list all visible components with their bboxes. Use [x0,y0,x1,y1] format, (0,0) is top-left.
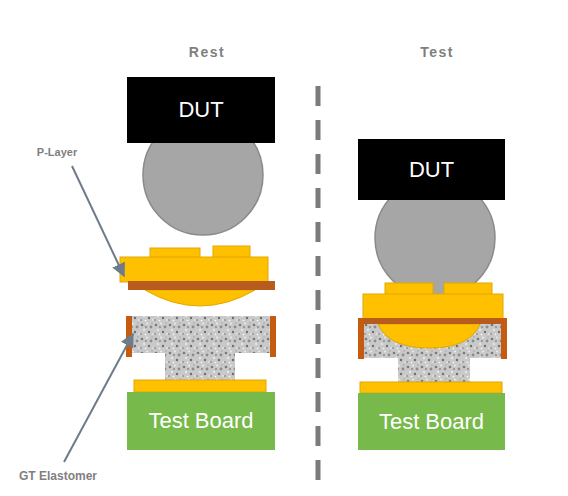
test-board: Test Board [127,392,275,450]
box-label: Test Board [379,409,484,435]
part-label: P-Layer [37,146,77,158]
rest-stack [120,115,276,392]
gt-elastomer-neck [398,357,470,383]
contact-pad [444,283,492,295]
box-label: DUT [409,157,454,183]
box-label: DUT [178,97,223,123]
part-label: GT Elastomer [19,469,97,483]
gt-elastomer [131,316,272,353]
test-board: Test Board [358,393,505,450]
board-pad [134,380,266,392]
side-frame [270,316,276,357]
side-frame [358,318,364,359]
p-layer [128,281,275,290]
contact-pad [385,283,433,295]
gt-elastomer [362,324,503,358]
contact-lens [145,290,255,306]
p-layer [358,318,507,324]
dut-box: DUT [358,139,505,200]
dut-box: DUT [127,77,275,143]
side-frame [501,318,507,359]
contact-block [120,257,268,282]
box-label: Test Board [148,408,253,434]
divider-line [316,86,321,482]
panel-heading: Test [420,44,454,60]
gt-elastomer-neck [165,352,235,381]
contact-block [363,294,503,319]
panel-heading: Rest [189,44,225,60]
leader-line [64,334,133,462]
test-stack [358,178,507,393]
leader-line [72,166,124,276]
contact-lens [378,324,480,348]
board-pad [360,382,502,393]
